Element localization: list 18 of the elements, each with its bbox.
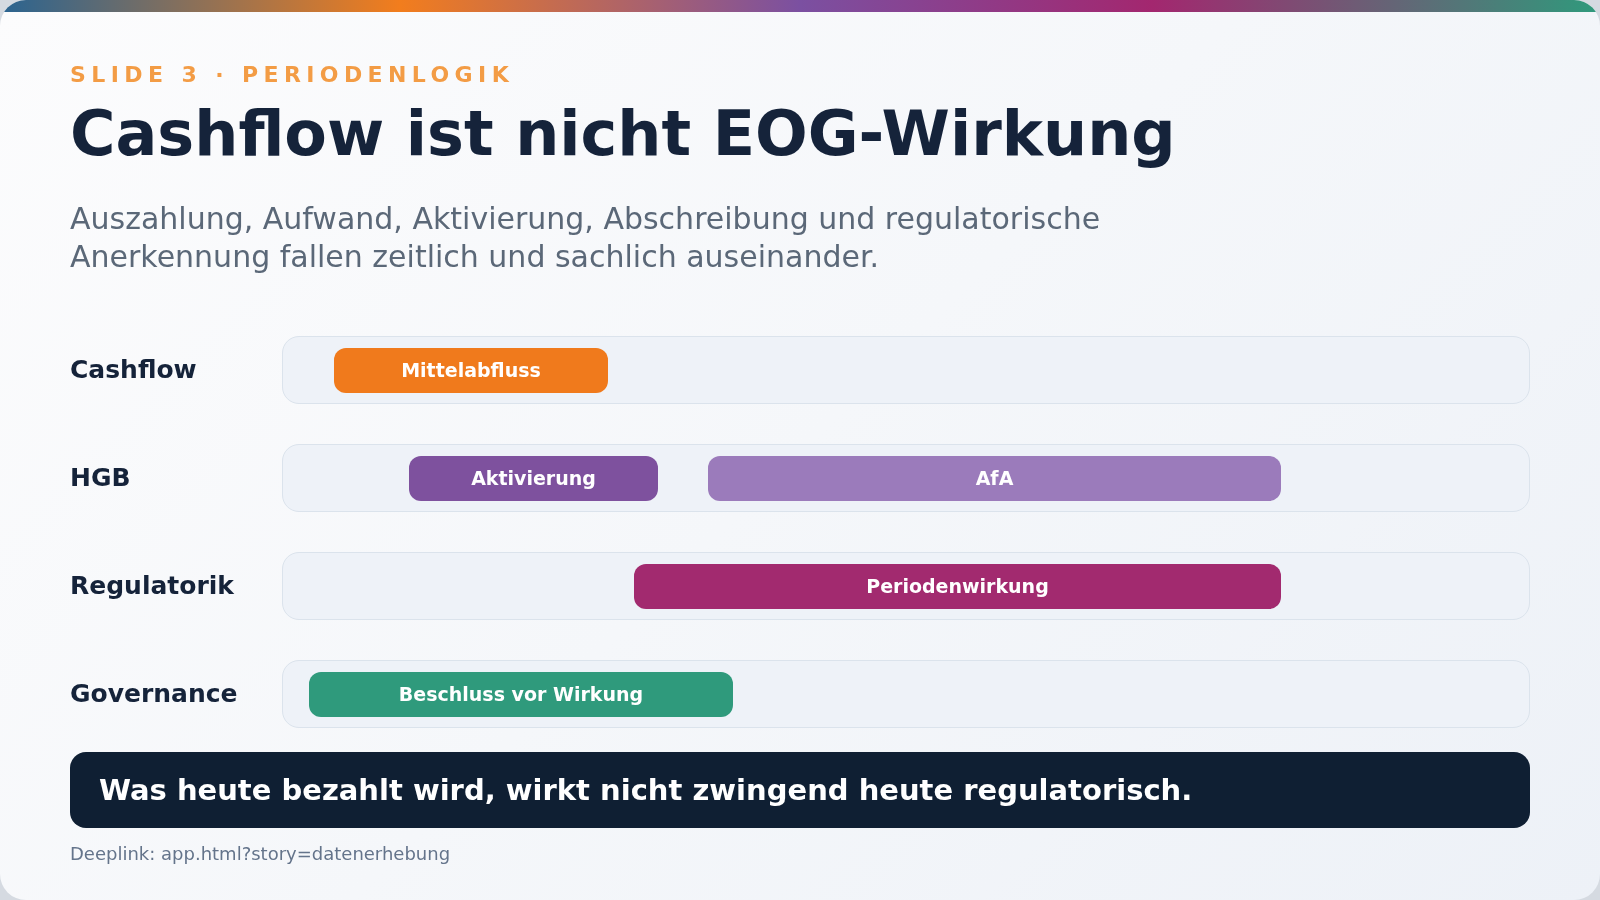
phase-bar: Aktivierung	[409, 456, 658, 501]
row-label: HGB	[70, 463, 131, 493]
timeline-track	[282, 552, 1530, 620]
phase-bar: Beschluss vor Wirkung	[309, 672, 733, 717]
timeline-track	[282, 660, 1530, 728]
deeplink-text: Deeplink: app.html?story=datenerhebung	[70, 842, 451, 866]
timeline-track	[282, 336, 1530, 404]
slide-title: Cashflow ist nicht EOG-Wirkung	[70, 96, 1176, 172]
phase-bar: Periodenwirkung	[634, 564, 1281, 609]
row-label: Governance	[70, 679, 238, 709]
slide-kicker: SLIDE 3 · PERIODENLOGIK	[70, 61, 515, 89]
phase-bar: Mittelabfluss	[334, 348, 608, 393]
row-label: Cashflow	[70, 355, 197, 385]
key-message-banner: Was heute bezahlt wird, wirkt nicht zwingend heute regulatorisch.	[70, 752, 1530, 828]
phase-bar: AfA	[708, 456, 1281, 501]
timeline-track	[282, 444, 1530, 512]
row-label: Regulatorik	[70, 571, 234, 601]
subtitle-text: Auszahlung, Aufwand, Aktivierung, Abschreibung und regulatorische Anerkennung fallen zeitlich und sachlich auseinander.	[70, 200, 1102, 276]
